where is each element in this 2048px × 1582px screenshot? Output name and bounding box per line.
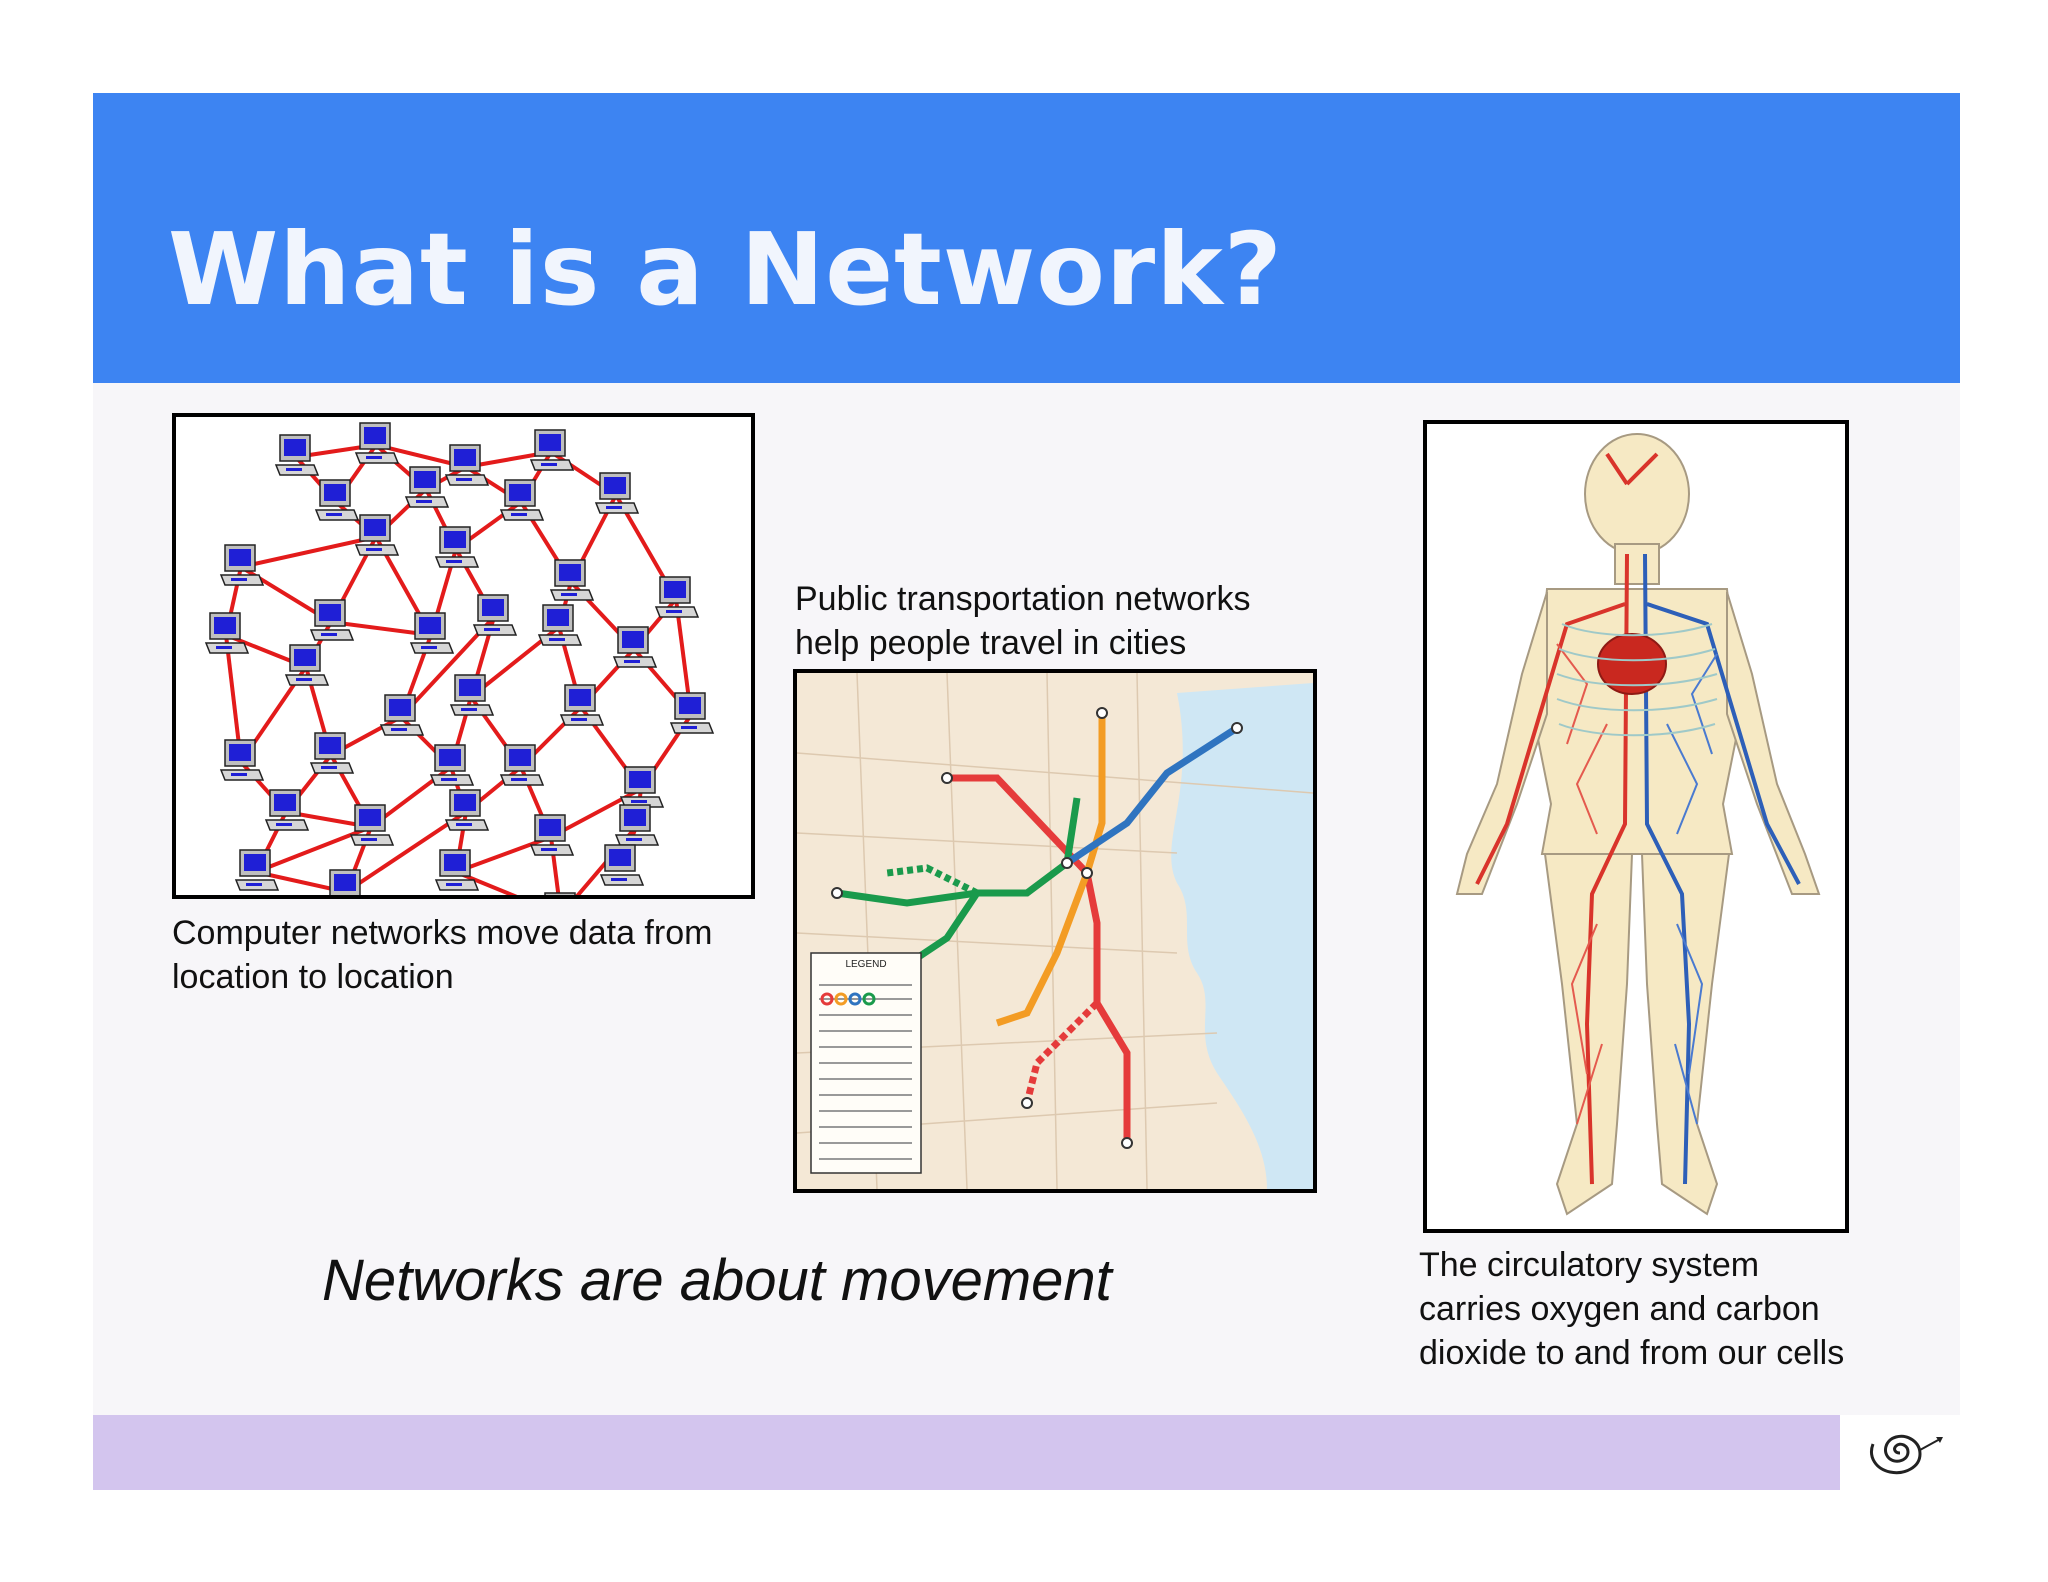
computer-node-icon [379,694,425,736]
transit-caption-line1: Public transportation networks [795,580,1251,618]
computer-network-caption: Computer networks move data from locatio… [172,911,712,999]
computer-node-icon [204,612,250,654]
slide-title: What is a Network? [168,211,1283,328]
circulatory-system-image [1423,420,1849,1233]
computer-node-icon [449,674,495,716]
network-link [344,810,468,894]
subway-map-illustration: LEGEND [797,673,1313,1189]
computer-node-icon [499,744,545,786]
circulatory-caption-line1: The circulatory system [1419,1246,1760,1284]
map-legend-title: LEGEND [845,959,886,970]
computer-network-image [172,413,755,899]
computer-node-icon [309,732,355,774]
computer-node-icon [434,526,480,568]
computer-node-icon [354,422,400,464]
computer-node-icon [444,444,490,486]
computer-node-icon [499,479,545,521]
network-link [455,870,518,895]
computer-node-icon [594,472,640,514]
transit-map-image: LEGEND [793,669,1317,1193]
circulatory-caption: The circulatory system carries oxygen an… [1419,1243,1844,1375]
computer-node-icon [529,429,575,471]
computer-node-icon [537,604,583,646]
tagline: Networks are about movement [322,1248,1112,1313]
computer-node-icon [434,849,480,891]
spiral-logo-icon [1870,1434,1943,1475]
transit-caption: Public transportation networks help peop… [795,577,1250,665]
computer-node-icon [619,766,665,808]
computer-node-icon [274,434,320,476]
computer-node-icon [284,644,330,686]
computer-node-icon [219,544,265,586]
logo-container [1840,1415,1960,1490]
footer-bar [93,1415,1840,1490]
computer-node-icon [409,612,455,654]
computer-caption-line2: location to location [172,958,454,996]
circulatory-caption-line2: carries oxygen and carbon [1419,1290,1820,1328]
slide: What is a Network? Computer networks mov… [93,93,1960,1490]
network-link [240,535,377,569]
computer-node-icon [549,559,595,601]
computer-node-icon [444,789,490,831]
computer-node-icon [614,804,660,846]
computer-node-icon [404,466,450,508]
computer-node-icon [349,804,395,846]
computer-node-icon [612,626,658,668]
computer-node-icon [309,599,355,641]
computer-node-icon [234,849,280,891]
computer-node-icon [329,869,361,895]
circulatory-system-illustration [1455,433,1821,1216]
computer-network-illustration [204,422,715,895]
circulatory-caption-line3: dioxide to and from our cells [1419,1334,1845,1372]
title-bar: What is a Network? [93,93,1960,383]
computer-node-icon [669,692,715,734]
computer-node-icon [559,684,605,726]
computer-node-icon [529,814,575,856]
computer-node-icon [544,892,576,895]
computer-node-icon [599,844,645,886]
computer-node-icon [314,479,360,521]
computer-caption-line1: Computer networks move data from [172,914,713,952]
computer-node-icon [354,514,400,556]
transit-caption-line2: help people travel in cities [795,624,1187,662]
computer-node-icon [219,739,265,781]
computer-node-icon [264,789,310,831]
network-link [455,835,552,874]
computer-node-icon [654,576,700,618]
computer-node-icon [429,744,475,786]
computer-node-icon [472,594,518,636]
